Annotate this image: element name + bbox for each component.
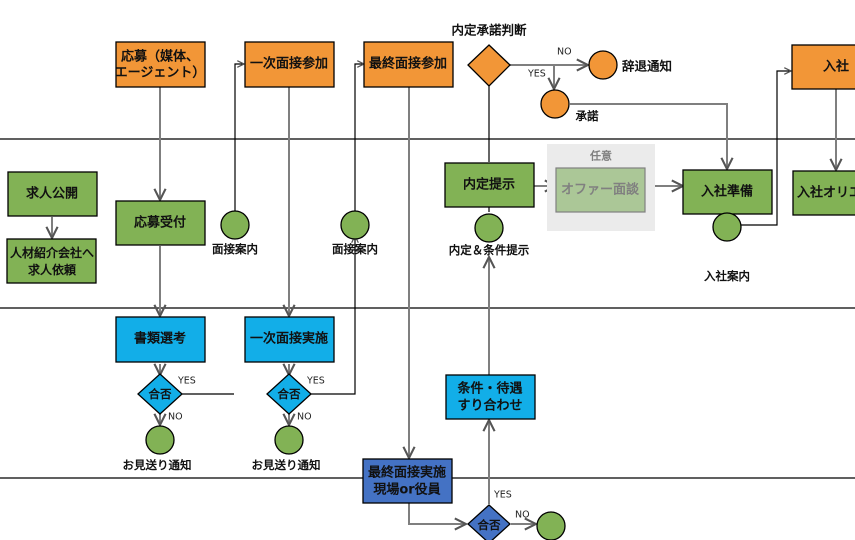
node-first-interview-join[interactable]: 一次面接参加	[244, 41, 335, 88]
offer-decision-title: 内定承諾判断	[451, 23, 527, 38]
pass-fail-2-no: NO	[297, 412, 312, 423]
svg-text:エージェント）: エージェント）	[115, 65, 206, 81]
interview-notice-2-label: 面接案内	[332, 242, 378, 256]
pass-fail-2-diamond[interactable]	[266, 373, 312, 415]
pass-fail-3-diamond[interactable]	[467, 504, 511, 540]
node-job-publish[interactable]: 求人公開	[7, 171, 98, 217]
node-terms-adjust[interactable]: 条件・待遇 すり合わせ	[445, 374, 536, 420]
pass-fail-2-label: 合否	[278, 387, 301, 401]
svg-text:入社: 入社	[823, 59, 849, 75]
accept-circle[interactable]	[540, 89, 570, 119]
svg-text:最終面接実施: 最終面接実施	[368, 465, 446, 481]
pass-fail-3-label: 合否	[478, 518, 501, 532]
node-agency-request[interactable]: 人材紹介会社へ 求人依頼	[6, 238, 97, 284]
svg-text:最終面接参加: 最終面接参加	[369, 56, 447, 72]
svg-text:一次面接実施: 一次面接実施	[250, 331, 328, 347]
connector-notice1-to-first-interview	[234, 64, 244, 212]
decline-notice-label: 辞退通知	[622, 59, 672, 74]
pass-fail-3-no: NO	[515, 510, 530, 521]
svg-text:書類選考: 書類選考	[134, 331, 186, 347]
pass-fail-1-yes: YES	[177, 376, 196, 387]
pass-fail-2-yes: YES	[306, 376, 325, 387]
accept-label: 承諾	[575, 109, 599, 123]
join-notice-circle[interactable]	[712, 212, 742, 242]
interview-notice-1-label: 面接案内	[212, 242, 258, 256]
connector-final-exec-to-passfail	[408, 503, 466, 524]
svg-text:入社準備: 入社準備	[701, 184, 753, 200]
svg-text:求人依頼: 求人依頼	[28, 262, 77, 277]
interview-notice-2-circle[interactable]	[340, 210, 370, 240]
svg-text:オファー面談: オファー面談	[561, 182, 640, 198]
node-apply-receive[interactable]: 応募受付	[115, 200, 206, 246]
reject-notice-1-circle[interactable]	[145, 425, 175, 455]
svg-text:応募（媒体、: 応募（媒体、	[121, 49, 199, 65]
connector-notice-to-join	[741, 71, 791, 226]
optional-group: 任意 オファー面談	[547, 144, 655, 231]
svg-text:すり合わせ: すり合わせ	[457, 398, 522, 414]
decision-no-label: NO	[557, 47, 572, 58]
svg-text:一次面接参加: 一次面接参加	[250, 56, 328, 72]
svg-text:条件・待遇: 条件・待遇	[457, 381, 522, 397]
reject-notice-3-circle[interactable]	[536, 511, 566, 540]
offer-terms-label: 内定＆条件提示	[449, 243, 530, 257]
offer-decision-diamond[interactable]	[467, 44, 511, 87]
svg-text:現場or役員: 現場or役員	[373, 482, 440, 498]
reject-notice-1-label: お見送り通知	[123, 458, 192, 472]
svg-text:人材紹介会社へ: 人材紹介会社へ	[10, 245, 94, 260]
optional-label: 任意	[589, 149, 612, 163]
node-offer-meeting[interactable]: オファー面談	[555, 167, 646, 213]
svg-text:内定提示: 内定提示	[463, 177, 515, 193]
reject-notice-2-circle[interactable]	[274, 425, 304, 455]
node-apply-media[interactable]: 応募（媒体、 エージェント）	[115, 41, 206, 88]
svg-text:応募受付: 応募受付	[134, 215, 186, 231]
svg-text:入社オリエン: 入社オリエン	[797, 185, 855, 201]
pass-fail-1-label: 合否	[149, 387, 172, 401]
join-notice-label: 入社案内	[704, 269, 750, 283]
reject-notice-2-label: お見送り通知	[252, 458, 321, 472]
node-join-prep[interactable]: 入社準備	[682, 169, 773, 215]
node-first-interview-exec[interactable]: 一次面接実施	[244, 316, 335, 363]
node-join-orientation[interactable]: 入社オリエン	[792, 170, 855, 216]
interview-notice-1-circle[interactable]	[220, 210, 250, 240]
pass-fail-1-diamond[interactable]	[137, 373, 183, 415]
connector-notice2-to-final-interview	[354, 64, 364, 212]
node-join[interactable]: 入社	[791, 44, 855, 90]
node-final-interview-join[interactable]: 最終面接参加	[363, 41, 454, 88]
decision-yes-label: YES	[527, 69, 546, 80]
pass-fail-1-no: NO	[168, 412, 183, 423]
offer-terms-circle[interactable]	[474, 213, 504, 243]
pass-fail-3-yes: YES	[493, 490, 512, 501]
decline-notice-circle[interactable]	[588, 50, 618, 80]
svg-text:求人公開: 求人公開	[26, 186, 78, 202]
node-offer-present[interactable]: 内定提示	[444, 162, 535, 208]
connector-passfail2-yes-to-notice2	[311, 236, 355, 395]
node-doc-screening[interactable]: 書類選考	[115, 316, 206, 363]
node-final-interview-exec[interactable]: 最終面接実施 現場or役員	[362, 458, 453, 504]
connector-accept-to-prep	[570, 103, 727, 169]
